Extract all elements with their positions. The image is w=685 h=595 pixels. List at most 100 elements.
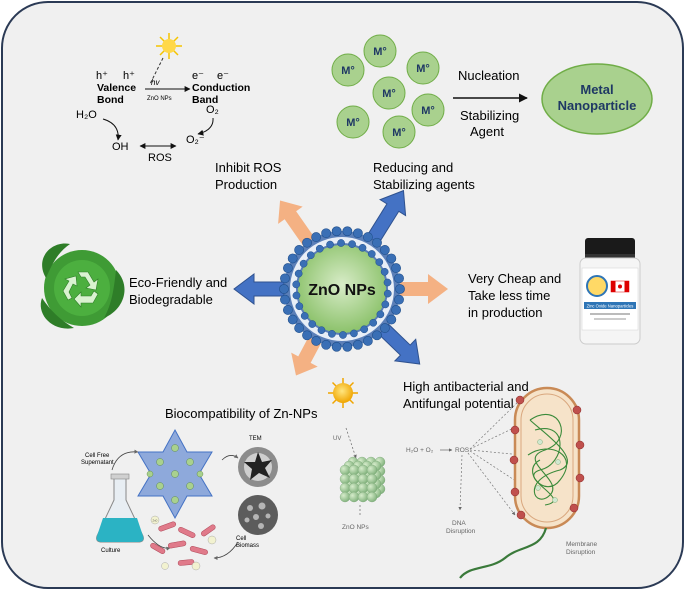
bottle-brand: Zinc Oxide Nanoparticles — [587, 304, 634, 309]
nanocube-sphere — [339, 473, 351, 485]
bead — [294, 323, 305, 333]
bead — [321, 228, 332, 239]
o2-minus-label: O₂⁻ — [186, 134, 205, 146]
ros-dot — [575, 440, 585, 450]
bead — [394, 273, 404, 284]
bacterium-icon — [459, 386, 585, 579]
bead — [294, 245, 305, 255]
o2-label: O₂ — [206, 104, 219, 116]
antibacterial-label-2: Antifungal potential — [403, 396, 514, 411]
bead — [383, 289, 392, 298]
bead — [376, 310, 385, 319]
bead — [311, 232, 322, 242]
nanocube-icon — [339, 456, 386, 503]
bead — [280, 273, 290, 284]
bead — [326, 240, 334, 249]
bead — [391, 263, 401, 273]
metal-particle: M° — [411, 93, 445, 127]
antibacterial-panel: UV ZnO NPs H₂O + O₂ ROS DNA Disruption — [328, 378, 597, 579]
ros-dot — [516, 510, 526, 520]
bead — [362, 232, 373, 242]
h-plus-2: h⁺ — [123, 70, 135, 82]
nanocube-sphere — [348, 482, 360, 494]
nanocube-sphere — [366, 473, 378, 485]
inhibit-ros-label-1: Inhibit ROS — [215, 160, 282, 175]
bead — [358, 243, 367, 252]
bead — [300, 312, 309, 320]
agent-label: Agent — [470, 124, 504, 139]
bead — [386, 314, 397, 325]
bead — [311, 336, 322, 346]
metal-particle: M° — [331, 53, 365, 87]
outer-bead-ring — [279, 226, 405, 352]
ros-panel: h⁺ h⁺ Valence Bond hv ZnO NPs e⁻ e⁻ Cond… — [76, 33, 250, 164]
bead — [331, 226, 342, 237]
conduction-label: Conduction — [192, 82, 250, 94]
h2o-label: H₂O — [76, 109, 97, 121]
reducing-label-1: Reducing and — [373, 160, 453, 175]
nanocube-sphere — [357, 491, 369, 503]
bead — [287, 314, 298, 325]
arrow-to-biocompatibility — [291, 336, 321, 376]
zno-cube-label: ZnO NPs — [342, 524, 369, 531]
metal-particle: M° — [372, 76, 406, 110]
metal-particle-label: M° — [373, 46, 387, 58]
bead — [295, 302, 304, 311]
bead — [317, 326, 326, 335]
nanocube-sphere — [366, 482, 378, 494]
cheap-label-3: in production — [468, 305, 542, 320]
bead — [372, 330, 382, 341]
oh-label: OH — [112, 141, 129, 153]
bead — [380, 267, 389, 276]
bead — [360, 325, 369, 334]
bead — [369, 318, 378, 327]
bead — [362, 336, 373, 346]
erlenmeyer-flask-icon — [96, 473, 144, 543]
bead — [391, 305, 401, 315]
metal-particles: M°M°M°M°M°M°M° — [331, 34, 445, 149]
membrane-label-2: Disruption — [566, 549, 596, 556]
tem-label: TEM — [249, 436, 262, 442]
cheap-label-1: Very Cheap and — [468, 271, 561, 286]
bead — [292, 291, 301, 300]
center-label: ZnO NPs — [308, 282, 376, 299]
metal-particle: M° — [363, 34, 397, 68]
ros-dot — [510, 487, 520, 497]
metal-particle: M° — [406, 51, 440, 85]
metal-particle-label: M° — [382, 88, 396, 100]
nanocube-sphere — [339, 482, 351, 494]
bead — [337, 239, 345, 247]
dna-label-1: DNA — [452, 520, 466, 527]
bead — [321, 339, 332, 350]
bead — [339, 331, 347, 339]
biocompat-panel: TEM Cell Free Supernatant Culture Cell B… — [81, 428, 278, 571]
supplement-bottle-icon: Zinc Oxide Nanoparticles — [579, 238, 641, 345]
bead — [331, 341, 342, 352]
bead — [283, 305, 293, 315]
stabilizing-label: Stabilizing — [460, 108, 519, 123]
biocompat-label: Biocompatibility of Zn-NPs — [165, 406, 318, 421]
cell-biomass-label-2: Biomass — [236, 543, 259, 549]
nanocube-sphere — [357, 464, 369, 476]
bead — [342, 226, 353, 237]
nanocube-sphere — [357, 482, 369, 494]
e-minus-1: e⁻ — [192, 70, 204, 82]
cell-biomass-cluster: ZnO — [150, 515, 217, 571]
nanocube-sphere — [348, 473, 360, 485]
bead — [350, 329, 358, 338]
culture-label: Culture — [101, 548, 121, 554]
nanocube-sphere — [339, 464, 351, 476]
bead — [280, 294, 290, 305]
bead — [283, 263, 293, 273]
ros-dot — [515, 395, 525, 405]
arrow-to-inhibit-ros — [278, 200, 315, 246]
bead — [375, 258, 384, 266]
zno-nanoparticle: ZnO NPs — [279, 226, 405, 352]
bead — [302, 237, 312, 248]
bead — [379, 245, 390, 255]
zno-np-tag: ZnO — [153, 520, 158, 523]
arrow-to-very-cheap — [400, 274, 448, 304]
metal-particle-label: M° — [346, 117, 360, 129]
cell-free-label-1: Cell Free — [85, 453, 110, 459]
nanocube-sphere — [366, 464, 378, 476]
